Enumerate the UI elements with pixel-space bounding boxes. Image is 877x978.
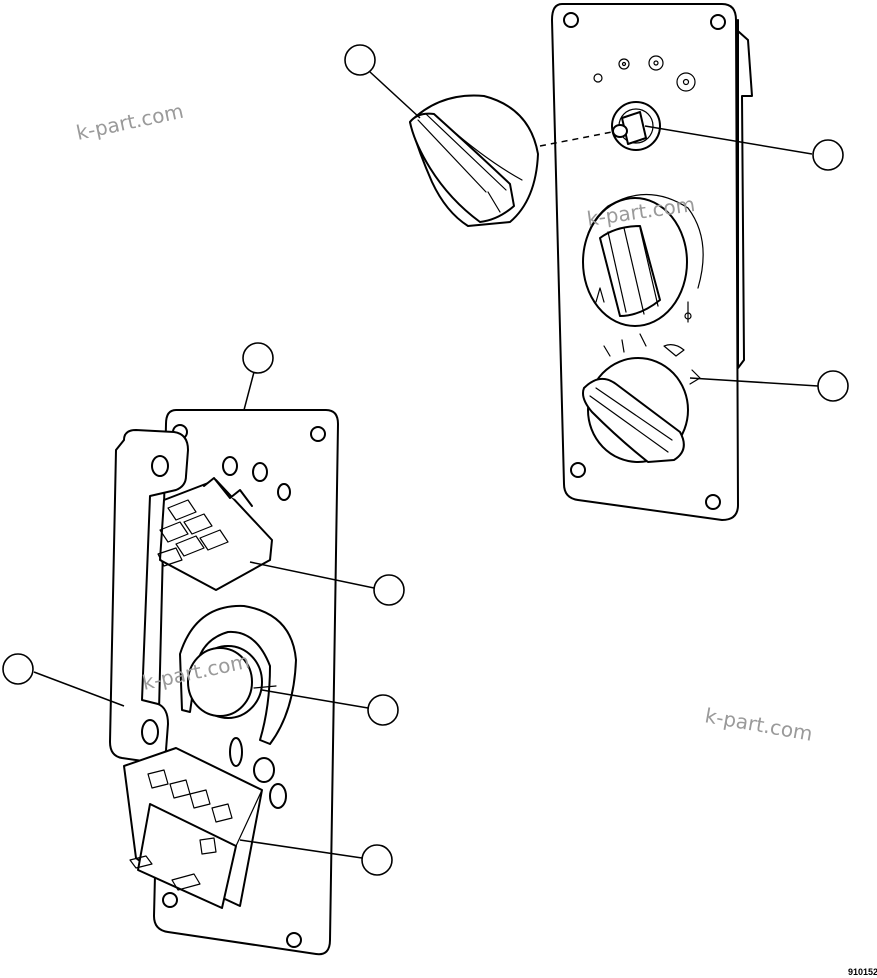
drawing-number: 910152 bbox=[848, 967, 877, 977]
rear-control-panel bbox=[109, 409, 339, 956]
fan-switch-shaft bbox=[611, 101, 661, 151]
assembly-guide-line bbox=[539, 131, 613, 147]
fan-switch-knob bbox=[409, 94, 539, 227]
mounting-bracket bbox=[109, 429, 189, 764]
air-distribution-knob bbox=[582, 333, 701, 463]
watermark-1: k-part.com bbox=[74, 99, 186, 145]
callout-5 bbox=[373, 574, 405, 606]
upper-connector bbox=[157, 477, 273, 591]
rotary-switch bbox=[179, 604, 297, 745]
callout-3 bbox=[817, 370, 849, 402]
callout-2 bbox=[812, 139, 844, 171]
lower-connector bbox=[123, 747, 263, 909]
temperature-knob bbox=[582, 193, 704, 327]
fan-low-icon bbox=[618, 58, 630, 70]
callout-8 bbox=[361, 844, 393, 876]
callout-1 bbox=[344, 44, 376, 76]
front-control-panel bbox=[551, 3, 753, 521]
callout-4 bbox=[242, 342, 274, 374]
callout-6 bbox=[2, 653, 34, 685]
callouts bbox=[2, 44, 849, 876]
fan-medium-icon bbox=[648, 55, 664, 71]
callout-7 bbox=[367, 694, 399, 726]
watermark-4: k-part.com bbox=[703, 703, 814, 746]
fan-high-icon bbox=[676, 72, 696, 92]
